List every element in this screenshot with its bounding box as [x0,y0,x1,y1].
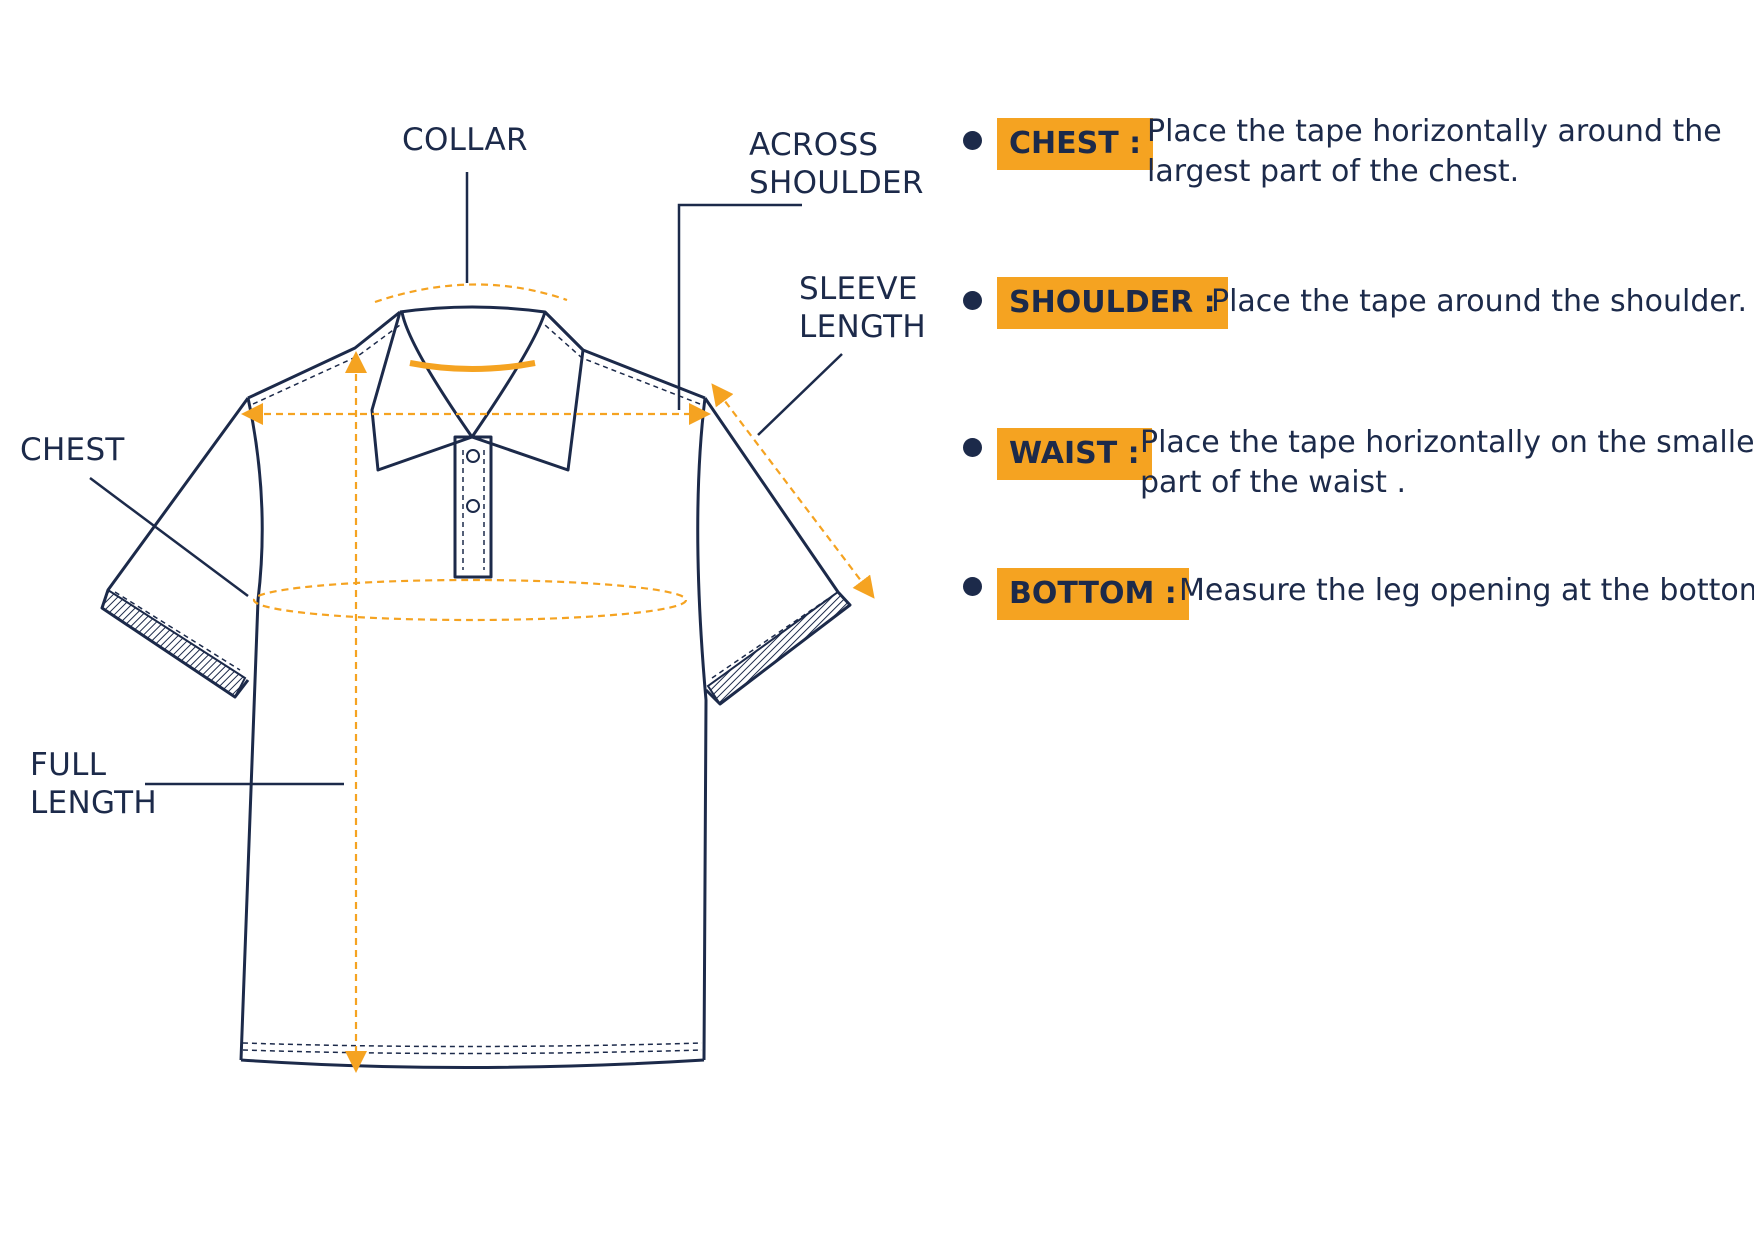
description-chest: Place the tape horizontally around the l… [1147,112,1722,192]
label-collar: COLLAR [402,122,528,158]
description-bottom: Measure the leg opening at the bottom. [1179,571,1754,611]
left-cuff [100,588,247,699]
term-badge-waist: WAIST : [997,428,1152,480]
term-badge-shoulder: SHOULDER : [997,277,1228,329]
placket [453,435,493,579]
label-chest: CHEST [20,432,125,468]
collar-measure-arc [374,283,568,304]
stitching [114,324,836,1055]
chest-leader [89,476,249,598]
term-badge-chest: CHEST : [997,118,1154,170]
label-across-shoulder-line1: ACROSS [749,127,879,163]
label-full-length-line1: FULL [30,747,107,783]
description-shoulder: Place the tape around the shoulder. [1211,282,1747,322]
label-full-length: FULL LENGTH [30,746,157,822]
description-waist: Place the tape horizontally on the small… [1140,423,1754,503]
description-waist-line1: Place the tape horizontally on the small… [1140,425,1754,460]
bullet-icon [963,577,982,596]
left-body-side [239,397,264,1061]
chest-measure-ellipse [252,578,688,622]
description-waist-line2: part of the waist . [1140,465,1407,500]
measurement-lines [241,283,875,1073]
label-sleeve-length-line2: LENGTH [799,309,927,345]
description-bottom-line1: Measure the leg opening at the bottom. [1179,573,1754,608]
button-bottom [466,499,480,513]
sleeve-length-measure [711,383,875,599]
leader-lines [89,172,843,786]
left-shoulder [247,310,401,400]
neck-tape [409,360,536,372]
description-chest-line2: largest part of the chest. [1147,154,1520,189]
bullet-icon [963,291,982,310]
label-across-shoulder-line2: SHOULDER [749,165,924,201]
description-chest-line1: Place the tape horizontally around the [1147,114,1722,149]
label-sleeve-length-line1: SLEEVE [799,271,918,307]
across-shoulder-leader [677,203,802,410]
shirt-hem [240,1058,705,1069]
label-full-length-line2: LENGTH [30,785,158,821]
right-body-side [696,397,708,1061]
sleeve-length-leader [757,353,843,436]
right-cuff [706,590,852,706]
collar-inner [400,311,547,439]
description-shoulder-line1: Place the tape around the shoulder. [1211,284,1748,319]
bullet-icon [963,131,982,150]
placket-buttons [466,449,480,513]
button-top [466,449,480,463]
right-shoulder [543,310,706,400]
term-badge-bottom: BOTTOM : [997,568,1189,620]
bullet-icon [963,438,982,457]
label-sleeve-length: SLEEVE LENGTH [799,270,926,346]
label-across-shoulder: ACROSS SHOULDER [749,126,924,202]
collar-outline [370,305,585,472]
